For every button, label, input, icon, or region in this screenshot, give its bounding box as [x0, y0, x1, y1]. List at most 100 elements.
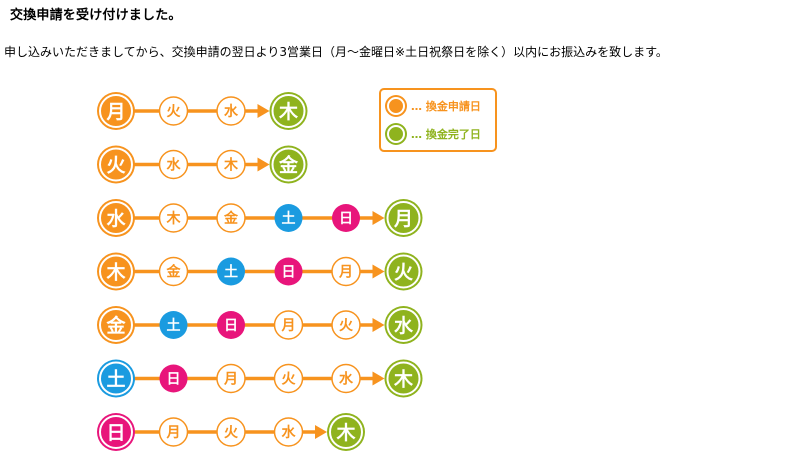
day-label: 月: [393, 208, 413, 230]
day-label: 火: [224, 425, 239, 441]
day-node: 木: [269, 92, 308, 130]
day-node: 火: [216, 417, 246, 447]
arrow-icon: [372, 264, 385, 279]
day-node-circle: [159, 311, 188, 339]
day-node-inner-ring: [386, 308, 421, 342]
day-node-inner-ring: [386, 254, 421, 289]
day-label: 木: [393, 368, 414, 391]
day-node-inner-ring: [99, 94, 133, 128]
legend-complete-label: … 換金完了日: [411, 128, 481, 141]
day-label: 木: [278, 100, 299, 123]
day-label: 火: [339, 318, 354, 334]
page-description: 申し込みいただきましてから、交換申請の翌日より3営業日（月～金曜日※土日祝祭日を…: [4, 45, 668, 59]
day-label: 木: [223, 157, 239, 174]
day-node: 木: [158, 203, 189, 233]
day-node-ring: [327, 413, 365, 451]
day-node-inner-ring: [386, 201, 421, 235]
day-node: 月: [158, 417, 189, 447]
day-node: 日: [332, 204, 360, 232]
arrow-icon: [372, 371, 385, 386]
day-node: 金: [269, 145, 308, 184]
day-node: 火: [158, 96, 189, 126]
day-node-circle: [158, 417, 189, 447]
day-node-circle: [216, 149, 246, 180]
day-label: 月: [281, 318, 296, 334]
day-node-circle: [216, 417, 246, 447]
day-node: 金: [216, 203, 246, 233]
day-node-circle: [159, 364, 188, 393]
day-node-circle: [331, 363, 361, 394]
day-node: 水: [216, 96, 246, 126]
day-label: 土: [224, 264, 238, 281]
schedule-row: 火水木金: [97, 145, 308, 184]
day-node: 日: [97, 413, 135, 451]
day-label: 火: [394, 262, 414, 284]
day-label: 木: [105, 261, 126, 284]
day-node-circle: [158, 149, 189, 180]
day-label: 金: [105, 314, 126, 337]
day-label: 月: [223, 372, 238, 388]
day-node-ring: [97, 199, 135, 237]
day-node-ring: [384, 359, 423, 398]
arrow-icon: [257, 157, 270, 172]
legend-row-complete: … 換金完了日: [387, 123, 481, 145]
arrow-icon: [315, 425, 327, 439]
day-label: 月: [166, 425, 181, 441]
day-label: 水: [394, 315, 414, 337]
day-node-ring: [97, 145, 135, 184]
day-node: 金: [158, 256, 189, 287]
legend-apply-label: … 換金申請日: [411, 100, 481, 113]
day-node-ring: [384, 306, 423, 344]
day-node: 土: [217, 257, 245, 286]
day-node-inner-ring: [99, 254, 133, 289]
day-node: 木: [384, 359, 423, 398]
day-label: 金: [223, 210, 239, 227]
day-label: 水: [224, 103, 239, 120]
day-label: 日: [339, 211, 353, 227]
day-node: 土: [97, 359, 135, 398]
day-label: 水: [282, 424, 297, 441]
day-node-ring: [97, 92, 135, 130]
day-label: 水: [339, 371, 354, 388]
legend-complete-dot-icon: [387, 125, 405, 143]
schedule-row: 月火 水 木: [97, 92, 308, 130]
legend-box: … 換金申請日 … 換金完了日: [379, 88, 497, 152]
arrow-icon: [372, 318, 385, 332]
day-node-circle: [216, 363, 246, 394]
schedule-row: 日月火水木: [97, 413, 365, 451]
day-node: 木: [216, 149, 246, 180]
day-node-inner-ring: [99, 361, 133, 396]
day-node: 火: [384, 252, 423, 291]
day-node-ring: [384, 199, 423, 237]
day-node: 月: [273, 310, 304, 340]
day-node: 火: [97, 145, 135, 184]
day-label: 土: [282, 210, 296, 227]
day-node: 月: [97, 92, 135, 130]
day-node-circle: [217, 311, 245, 339]
arrow-icon: [372, 211, 385, 225]
day-node-inner-ring: [271, 94, 306, 128]
day-node-circle: [158, 96, 189, 126]
day-node-ring: [97, 306, 135, 344]
day-node-ring: [97, 359, 135, 398]
day-node-inner-ring: [99, 147, 133, 182]
day-node: 水: [97, 199, 135, 237]
day-node-inner-ring: [99, 415, 133, 449]
day-node: 金: [97, 306, 135, 344]
day-label: 日: [224, 318, 238, 334]
day-node: 水: [273, 417, 304, 447]
day-node: 月: [216, 363, 246, 394]
day-label: 土: [167, 317, 181, 334]
day-node-circle: [273, 417, 304, 447]
day-node: 火: [331, 310, 361, 340]
day-node-ring: [97, 413, 135, 451]
page-title: 交換申請を受け付けました。: [10, 8, 182, 23]
day-label: 日: [282, 265, 296, 281]
day-label: 月: [338, 265, 353, 281]
arrow-icon: [257, 104, 270, 118]
day-node: 月: [384, 199, 423, 237]
legend-apply-dot-icon: [387, 97, 405, 115]
day-node-circle: [217, 257, 245, 286]
day-node: 日: [159, 364, 188, 393]
